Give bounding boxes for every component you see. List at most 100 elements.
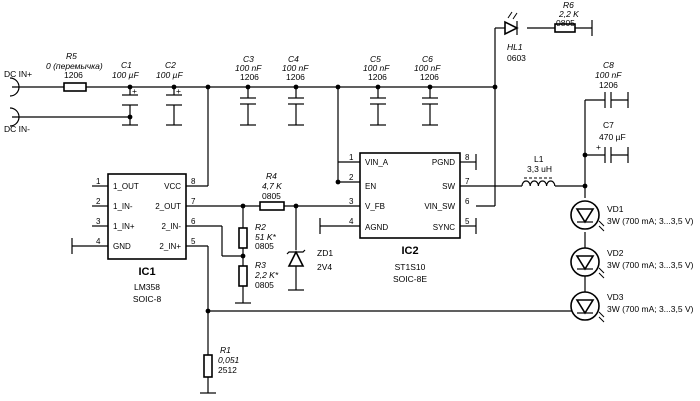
ic1-pin-num: 4 xyxy=(96,237,101,246)
c2-ref: C2 xyxy=(165,60,176,70)
c6-value: 100 nF xyxy=(414,63,441,73)
ic1-pin-num: 3 xyxy=(96,217,101,226)
zener-zd1: ZD1 2V4 xyxy=(286,248,333,272)
svg-text:+: + xyxy=(132,86,137,96)
inductor-l1: L1 3,3 uH xyxy=(521,154,556,187)
capacitor-c1: + C1 100 µF xyxy=(112,60,139,126)
ic2-pin-num: 3 xyxy=(349,197,354,206)
ic2-pin-num: 7 xyxy=(465,177,470,186)
led-vd1: VD1 3W (700 mA; 3...3,5 V) xyxy=(570,200,694,232)
c7-ref: C7 xyxy=(603,120,614,130)
ic1-pin-num: 8 xyxy=(191,177,196,186)
ic1-pin-num: 6 xyxy=(191,217,196,226)
resistor-r1: R1 0,051 2512 xyxy=(203,345,240,378)
capacitor-c7: + C7 470 µF xyxy=(596,120,629,163)
ic1-ref: IC1 xyxy=(138,266,155,278)
zd1-value: 2V4 xyxy=(317,262,332,272)
ic1-pin-name: 1_OUT xyxy=(113,182,139,191)
r5-value: 0 (перемычка) xyxy=(46,61,103,71)
resistor-r4: R4 4,7 K 0805 xyxy=(259,171,285,211)
dc-in-minus-label: DC IN- xyxy=(4,124,30,134)
ic1-lm358: 1 2 3 4 1_OUT 1_IN- 1_IN+ GND 8 7 6 5 VC… xyxy=(96,173,196,304)
ic2-pin-num: 8 xyxy=(465,153,470,162)
c3-pkg: 1206 xyxy=(240,72,259,82)
capacitor-c6: C6 100 nF 1206 xyxy=(414,54,441,126)
led-hl1: HL1 0603 xyxy=(504,11,526,63)
ic1-pin-name: GND xyxy=(113,242,131,251)
ic2-part: ST1S10 xyxy=(395,262,426,272)
r6-pkg: 0805 xyxy=(556,18,575,28)
dc-in-plus-connector: DC IN+ xyxy=(4,69,32,97)
r1-ref: R1 xyxy=(220,345,231,355)
c6-ref: C6 xyxy=(422,54,433,64)
vd3-value: 3W (700 mA; 3...3,5 V) xyxy=(607,304,694,314)
ic2-pin-num: 4 xyxy=(349,217,354,226)
dc-in-plus-label: DC IN+ xyxy=(4,69,32,79)
resistor-r5: R5 0 (перемычка) 1206 xyxy=(46,51,103,92)
c7-value: 470 µF xyxy=(599,132,626,142)
r5-ref: R5 xyxy=(66,51,77,61)
c1-ref: C1 xyxy=(121,60,132,70)
vd2-value: 3W (700 mA; 3...3,5 V) xyxy=(607,260,694,270)
ic1-pin-name: VCC xyxy=(164,182,181,191)
c3-ref: C3 xyxy=(243,54,254,64)
ic1-pin-name: 2_IN+ xyxy=(159,242,181,251)
ic2-pin-num: 6 xyxy=(465,197,470,206)
ic1-pin-num: 2 xyxy=(96,197,101,206)
ic2-pkg: SOIC-8E xyxy=(393,274,427,284)
resistor-r6: R6 2,2 K 0805 xyxy=(554,0,593,36)
ic1-pin-name: 1_IN- xyxy=(113,202,133,211)
ic2-st1s10: 1 2 3 4 VIN_A EN V_FB AGND 8 7 6 5 PGND … xyxy=(349,152,470,284)
dc-in-minus-connector: DC IN- xyxy=(4,107,30,134)
ic2-pin-name: V_FB xyxy=(365,202,385,211)
ic2-pin-name: PGND xyxy=(432,158,455,167)
r3-pkg: 0805 xyxy=(255,280,274,290)
ic1-pin-name: 1_IN+ xyxy=(113,222,135,231)
junctions xyxy=(127,84,588,314)
vd1-ref: VD1 xyxy=(607,204,624,214)
c2-value: 100 µF xyxy=(156,70,183,80)
ic2-pin-name: EN xyxy=(365,182,376,191)
led-vd2: VD2 3W (700 mA; 3...3,5 V) xyxy=(570,247,694,279)
ic1-pkg: SOIC-8 xyxy=(133,294,162,304)
c5-pkg: 1206 xyxy=(368,72,387,82)
ic2-pin-name: SW xyxy=(442,182,455,191)
ic2-pin-name: AGND xyxy=(365,223,388,232)
ic1-part: LM358 xyxy=(134,282,160,292)
c6-pkg: 1206 xyxy=(420,72,439,82)
r6-ref: R6 xyxy=(563,0,574,10)
r5-pkg: 1206 xyxy=(64,70,83,80)
c5-value: 100 nF xyxy=(363,63,390,73)
r6-value: 2,2 K xyxy=(558,9,579,19)
resistor-r2: R2 51 K* 0805 xyxy=(238,222,276,251)
r1-pkg: 2512 xyxy=(218,365,237,375)
r1-value: 0,051 xyxy=(218,355,240,365)
c4-pkg: 1206 xyxy=(286,72,305,82)
r4-ref: R4 xyxy=(266,171,277,181)
c3-value: 100 nF xyxy=(235,63,262,73)
capacitor-c4: C4 100 nF 1206 xyxy=(282,54,309,126)
l1-ref: L1 xyxy=(534,154,544,164)
ic2-pin-num: 2 xyxy=(349,173,354,182)
capacitor-c2: + C2 100 µF xyxy=(156,60,183,126)
c1-value: 100 µF xyxy=(112,70,139,80)
wires xyxy=(12,27,628,394)
c4-ref: C4 xyxy=(288,54,299,64)
ic1-pin-name: 2_OUT xyxy=(155,202,181,211)
ic2-pin-num: 5 xyxy=(465,217,470,226)
svg-text:+: + xyxy=(176,86,181,96)
resistor-r3: R3 2,2 K* 0805 xyxy=(235,260,279,304)
c8-pkg: 1206 xyxy=(599,80,618,90)
r2-value: 51 K* xyxy=(255,232,276,242)
c5-ref: C5 xyxy=(370,54,381,64)
hl1-pkg: 0603 xyxy=(507,53,526,63)
r4-pkg: 0805 xyxy=(262,191,281,201)
ic2-ref: IC2 xyxy=(401,245,418,257)
r3-value: 2,2 K* xyxy=(254,270,279,280)
r2-ref: R2 xyxy=(255,222,266,232)
hl1-ref: HL1 xyxy=(507,42,523,52)
ic2-pin-name: SYNC xyxy=(433,223,455,232)
vd3-ref: VD3 xyxy=(607,292,624,302)
c8-value: 100 nF xyxy=(595,70,622,80)
